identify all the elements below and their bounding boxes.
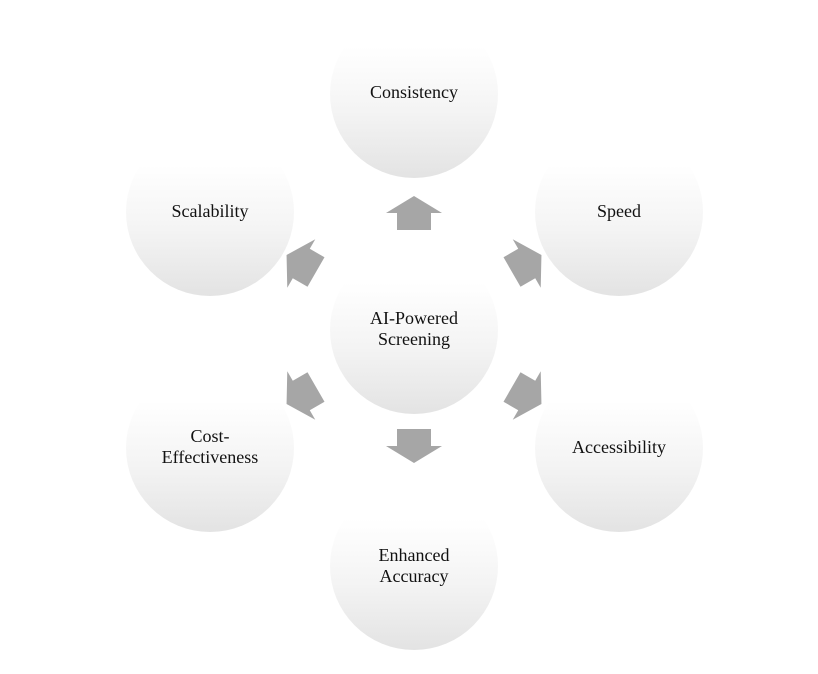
node-scalability-circle: [126, 128, 294, 296]
node-enhanced-accuracy-circle: [330, 482, 498, 650]
node-speed-circle: [535, 128, 703, 296]
node-cost-effectiveness-label: Cost- Effectiveness: [161, 426, 259, 467]
node-enhanced-accuracy-label: Enhanced Accuracy: [378, 545, 450, 586]
node-consistency-circle: [330, 10, 498, 178]
arrow-to-consistency-icon: [386, 196, 442, 230]
arrow-to-accessibility-icon: [503, 371, 542, 420]
arrow-to-speed-icon: [503, 239, 542, 288]
arrow-to-cost-effectiveness-icon: [286, 371, 325, 420]
node-accessibility-label: Accessibility: [572, 437, 666, 457]
node-scalability-label: Scalability: [171, 201, 249, 221]
arrow-to-enhanced-accuracy-icon: [386, 429, 442, 463]
center-node-circle: [330, 246, 498, 414]
node-accessibility-circle: [535, 364, 703, 532]
center-node-label: AI-Powered Screening: [370, 308, 458, 349]
node-cost-effectiveness-circle: [126, 364, 294, 532]
node-speed-label: Speed: [597, 201, 641, 221]
arrow-to-scalability-icon: [286, 239, 325, 288]
node-consistency-label: Consistency: [370, 82, 458, 102]
